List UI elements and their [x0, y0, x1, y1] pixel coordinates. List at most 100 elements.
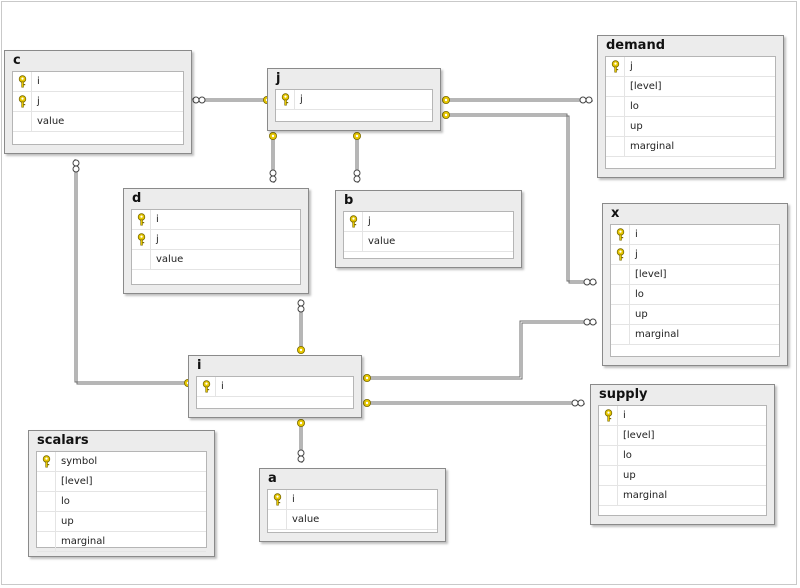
key-icon: [296, 418, 305, 427]
field-name: lo: [61, 496, 70, 507]
key-icon: [273, 493, 282, 506]
field-row[interactable]: j: [132, 230, 300, 250]
table-title: d: [132, 191, 142, 206]
field-row[interactable]: [level]: [37, 472, 206, 492]
field-row[interactable]: lo: [611, 285, 779, 305]
relationship-x-i[interactable]: [366, 320, 597, 380]
table-title: a: [268, 471, 277, 486]
field-row[interactable]: [level]: [606, 77, 775, 97]
key-cell: [611, 225, 630, 244]
relationship-demand-j[interactable]: [445, 98, 593, 102]
field-row[interactable]: up: [37, 512, 206, 532]
field-row[interactable]: marginal: [606, 137, 775, 157]
table-title: demand: [606, 38, 666, 53]
field-name: [level]: [630, 81, 662, 92]
field-row[interactable]: value: [132, 250, 300, 270]
field-row[interactable]: i: [132, 210, 300, 230]
field-row[interactable]: i: [599, 406, 766, 426]
field-row[interactable]: i: [13, 72, 183, 92]
field-row[interactable]: lo: [606, 97, 775, 117]
field-row[interactable]: up: [611, 305, 779, 325]
field-row[interactable]: marginal: [611, 325, 779, 345]
relationship-c-i[interactable]: [74, 159, 189, 385]
field-row[interactable]: value: [13, 112, 183, 132]
field-name: i: [635, 229, 638, 240]
field-name: i: [37, 76, 40, 87]
field-row[interactable]: [level]: [599, 426, 766, 446]
field-name: up: [630, 121, 643, 132]
field-row[interactable]: [level]: [611, 265, 779, 285]
infinity-icon: [297, 299, 305, 313]
infinity-icon: [269, 169, 277, 183]
table-demand[interactable]: demand j [level] lo up marginal: [597, 35, 784, 178]
key-cell: [268, 510, 287, 529]
field-row[interactable]: j: [611, 245, 779, 265]
field-row[interactable]: marginal: [37, 532, 206, 552]
field-name: j: [630, 61, 633, 72]
infinity-icon: [583, 318, 597, 326]
table-fields: j [level] lo up marginal: [605, 56, 776, 169]
field-name: j: [37, 96, 40, 107]
field-name: value: [37, 116, 65, 127]
field-row[interactable]: j: [13, 92, 183, 112]
field-name: marginal: [630, 141, 675, 152]
table-fields: i[level] lo up marginal: [598, 405, 767, 516]
key-icon: [362, 373, 371, 382]
field-row[interactable]: up: [599, 466, 766, 486]
table-title: b: [344, 193, 354, 208]
table-j[interactable]: j j: [267, 68, 441, 131]
key-cell: [606, 97, 625, 116]
key-cell: [611, 265, 630, 284]
relationship-supply-i[interactable]: [366, 401, 585, 405]
key-cell: [37, 492, 56, 511]
field-row[interactable]: j: [276, 90, 432, 110]
field-name: symbol: [61, 456, 98, 467]
field-row[interactable]: i: [197, 377, 353, 397]
field-row[interactable]: i: [268, 490, 437, 510]
connector-line: [445, 113, 595, 282]
field-row[interactable]: i: [611, 225, 779, 245]
key-cell: [37, 512, 56, 531]
field-row[interactable]: lo: [37, 492, 206, 512]
relationship-x-j[interactable]: [445, 113, 597, 284]
field-name: j: [635, 249, 638, 260]
field-row[interactable]: marginal: [599, 486, 766, 506]
connector-line: [76, 161, 189, 385]
table-i[interactable]: i i: [188, 355, 362, 418]
key-cell: [132, 250, 151, 269]
infinity-icon: [571, 399, 585, 407]
key-icon: [604, 409, 613, 422]
field-name: up: [635, 309, 648, 320]
field-row[interactable]: value: [268, 510, 437, 530]
field-row[interactable]: j: [606, 57, 775, 77]
key-cell: [606, 137, 625, 156]
key-cell: [37, 532, 56, 551]
field-row[interactable]: j: [344, 212, 513, 232]
field-row[interactable]: up: [606, 117, 775, 137]
field-name: lo: [623, 450, 632, 461]
field-row[interactable]: symbol: [37, 452, 206, 472]
key-cell: [37, 472, 56, 491]
field-row[interactable]: value: [344, 232, 513, 252]
key-icon: [349, 215, 358, 228]
field-row[interactable]: lo: [599, 446, 766, 466]
table-title: i: [197, 358, 202, 373]
key-cell: [606, 117, 625, 136]
connector-line: [368, 322, 597, 380]
key-cell: [13, 92, 32, 111]
key-icon: [202, 380, 211, 393]
key-cell: [606, 77, 625, 96]
infinity-icon: [72, 159, 80, 173]
field-name: up: [623, 470, 636, 481]
